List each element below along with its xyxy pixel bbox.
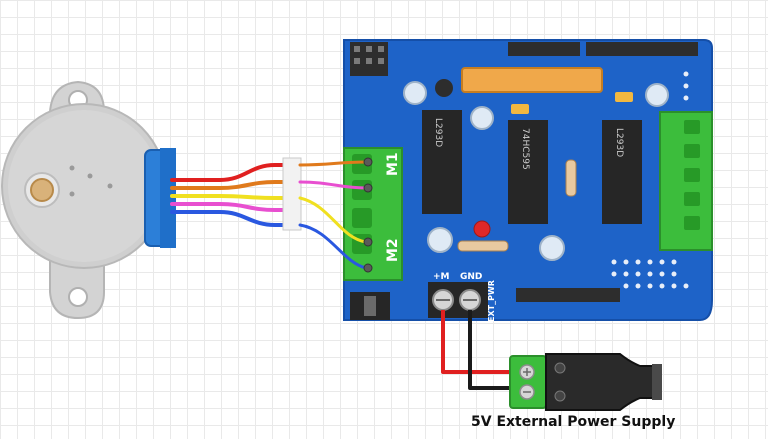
terminal-wires: [298, 160, 368, 270]
chip-l293d-label-left: L293D: [433, 118, 443, 147]
m1-label: M1: [385, 152, 401, 176]
motor-wires: [170, 163, 294, 227]
power-supply-caption: 5V External Power Supply: [471, 414, 675, 430]
stepper-motor-icon: [1, 80, 176, 320]
motor-shield-board: [343, 39, 713, 321]
chip-74hc595-label: 74HC595: [520, 128, 530, 170]
gnd-label: GND: [460, 272, 482, 282]
power-wires: [441, 310, 520, 390]
chip-l293d-label-right: L293D: [614, 128, 624, 157]
ext-pwr-label: EXT_PWR: [487, 280, 496, 322]
plus-m-label: +M: [433, 272, 450, 282]
m2-label: M2: [385, 238, 401, 262]
wire-splice: [282, 157, 302, 231]
dc-barrel-jack-icon: [509, 353, 662, 411]
